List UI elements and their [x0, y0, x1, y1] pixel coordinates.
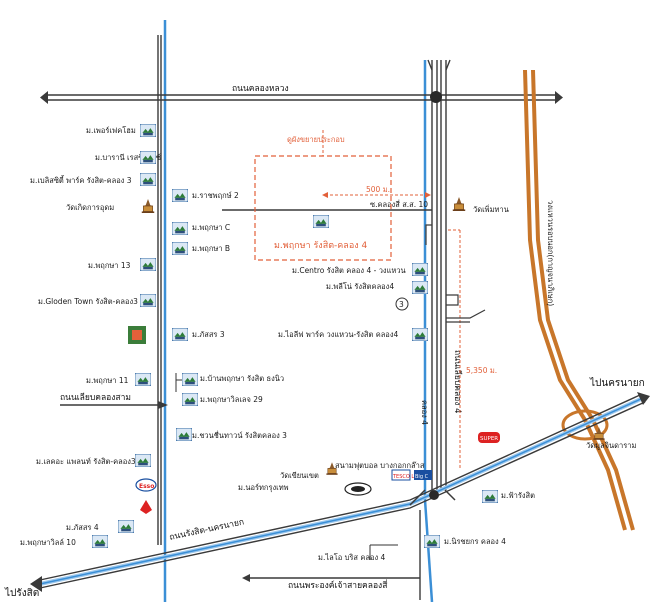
svg-text:สนามฟุตบอล บางกอกกล๊าส: สนามฟุตบอล บางกอกกล๊าส: [335, 461, 425, 470]
svg-text:ม.บารานี เรสซิเดนซ์: ม.บารานี เรสซิเดนซ์: [95, 153, 161, 162]
svg-text:ม.พฤกษา 11: ม.พฤกษา 11: [86, 376, 129, 385]
svg-text:วัดเขียนเขต: วัดเขียนเขต: [280, 471, 319, 480]
svg-text:ม.ภัสสร 4: ม.ภัสสร 4: [66, 523, 99, 532]
svg-text:ม.Gloden Town รังสิต-คลอง3: ม.Gloden Town รังสิต-คลอง3: [38, 297, 138, 306]
direction-labels: ไปนครนายก ไปรังสิต: [4, 377, 645, 599]
road-label-ring-road: วงแหวนรอบนอก(กาญจนาภิเษก): [546, 200, 555, 306]
svg-text:TESCO Lotus: TESCO Lotus: [392, 474, 425, 480]
klong4-stubs: [425, 224, 486, 323]
zoom-box-title: ดูผังขยายประกอบ: [287, 135, 345, 144]
klong-luang-road[interactable]: [40, 91, 563, 104]
svg-text:500 ม.: 500 ม.: [366, 185, 390, 194]
road-label-lieb-klong-sam: ถนนเลียบคลองสาม: [60, 392, 131, 403]
svg-text:ม.บ้านพฤกษา รังสิต ธงนิว: ม.บ้านพฤกษา รังสิต ธงนิว: [200, 374, 284, 383]
svg-text:ม.นิรชยกร คลอง 4: ม.นิรชยกร คลอง 4: [444, 537, 506, 546]
road-label-lieb-klong-4: ถนนเลียบคลอง 4: [452, 350, 463, 414]
klong4-junction: [409, 489, 456, 506]
svg-text:ม.ชวนชื่นทาวน์ รังสิตคลอง 3: ม.ชวนชื่นทาวน์ รังสิตคลอง 3: [192, 430, 287, 440]
places-right: ม.Centro รังสิต คลอง 4 - วงแหวน ม.พลีโน่…: [278, 197, 636, 548]
svg-text:ม.เลคอะ แพลนท์ รังสิต-คลอง3: ม.เลคอะ แพลนท์ รังสิต-คลอง3: [36, 457, 136, 466]
ring-road[interactable]: [523, 69, 635, 531]
svg-text:วัดมูลจินดาราม: วัดมูลจินดาราม: [586, 441, 636, 450]
dir-rangsit: ไปรังสิต: [4, 587, 39, 599]
road-label-phra-ong-chao: ถนนพระองค์เจ้าสายคลองสี่: [288, 579, 388, 591]
klong4-road: [427, 59, 451, 490]
svg-text:ม.ราชพฤกษ์ 2: ม.ราชพฤกษ์ 2: [192, 191, 239, 200]
svg-text:ม.ไอลีฟ พาร์ค วงแหวน-รังสิต คล: ม.ไอลีฟ พาร์ค วงแหวน-รังสิต คลอง4: [278, 330, 398, 339]
svg-text:3: 3: [399, 300, 404, 309]
road-label-klong-luang: ถนนคลองหลวง: [232, 84, 289, 94]
svg-text:ม.Centro รังสิต คลอง 4 - วงแหว: ม.Centro รังสิต คลอง 4 - วงแหวน: [292, 266, 406, 275]
places-left: ม.เพอร์เฟคโฮม ม.บารานี เรสซิเดนซ์ ม.เบลิ…: [20, 124, 161, 548]
svg-text:ม.เบลิสซิตี้ พาร์ค รังสิต-คลอง: ม.เบลิสซิตี้ พาร์ค รังสิต-คลอง 3: [30, 175, 132, 185]
svg-text:ม.พฤกษาวิลเลจ 29: ม.พฤกษาวิลเลจ 29: [200, 395, 263, 404]
svg-text:ม.พฤกษาวิลล์ 10: ม.พฤกษาวิลล์ 10: [20, 538, 76, 547]
svg-text:วัดเพิ่มทาน: วัดเพิ่มทาน: [473, 204, 509, 214]
project-name: ม.พฤกษา รังสิต-คลอง 4: [274, 240, 367, 251]
road-label-rangsit-nakhonnayok: ถนนรังสิต-นครนายก: [169, 517, 245, 543]
canals: [163, 20, 434, 602]
svg-text:Big C: Big C: [415, 474, 429, 480]
svg-text:ม.พลีโน่ รังสิตคลอง4: ม.พลีโน่ รังสิตคลอง4: [326, 282, 394, 291]
phra-ong-chao-road[interactable]: [242, 510, 421, 600]
left-vertical-road: [157, 35, 162, 545]
project-marker[interactable]: ม.พฤกษา รังสิต-คลอง 4: [274, 213, 367, 251]
svg-text:ม.ฟ้ารังสิต: ม.ฟ้ารังสิต: [501, 491, 535, 500]
brand-logos: TESCO Lotus Big C SUPER: [391, 432, 500, 481]
distance-500: 500 ม.: [322, 185, 431, 198]
svg-text:วัดเกิดการอุดม: วัดเกิดการอุดม: [66, 203, 114, 212]
zoom-box[interactable]: [254, 130, 392, 261]
svg-text:ม.พฤกษา B: ม.พฤกษา B: [192, 244, 230, 253]
dir-nakhonnayok: ไปนครนายก: [589, 377, 645, 389]
svg-text:5,350 ม.: 5,350 ม.: [466, 366, 497, 375]
svg-text:ม.ไลโอ บริส คลอง 4: ม.ไลโอ บริส คลอง 4: [318, 553, 386, 562]
marker-3[interactable]: 3: [395, 297, 409, 311]
soi-label: ซ.คลองสี่ ส.ส. 10: [370, 199, 428, 209]
svg-text:ม.เพอร์เฟคโฮม: ม.เพอร์เฟคโฮม: [86, 126, 136, 135]
svg-text:Esso: Esso: [139, 483, 154, 490]
places-mid: ม.ราชพฤกษ์ 2 ม.พฤกษา C ม.พฤกษา B ม.ภัสสร…: [172, 189, 425, 562]
svg-text:SUPER: SUPER: [480, 436, 498, 442]
svg-text:ม.ภัสสร 3: ม.ภัสสร 3: [192, 330, 225, 339]
svg-text:ม.นอร์ทกรุงเทพ: ม.นอร์ทกรุงเทพ: [238, 483, 289, 492]
svg-text:ม.พฤกษา 13: ม.พฤกษา 13: [88, 261, 131, 270]
road-label-klong-4: คลอง 4: [420, 400, 429, 425]
rangsit-nakhonnayok-road[interactable]: [30, 392, 650, 592]
esso-station: Esso: [135, 478, 157, 514]
svg-text:ม.พฤกษา C: ม.พฤกษา C: [192, 223, 230, 232]
lieb-klong-sam-road[interactable]: [60, 401, 168, 409]
distance-5350: 5,350 ม.: [448, 229, 497, 470]
